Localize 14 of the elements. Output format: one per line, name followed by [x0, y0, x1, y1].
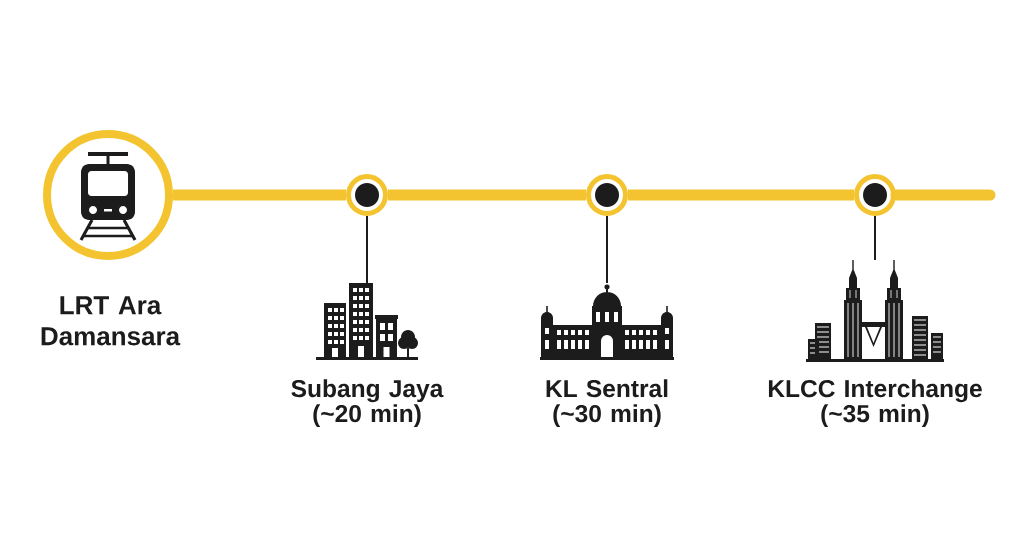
track-line [628, 189, 854, 201]
track-line [388, 189, 586, 201]
station-dot [854, 174, 896, 216]
station-dot [346, 174, 388, 216]
station-dot [586, 174, 628, 216]
track-line [890, 189, 996, 201]
station-name: LRT Ara Damansara [41, 296, 181, 346]
leader-line [874, 215, 876, 261]
leader-line [606, 215, 608, 284]
station-name: KL Sentral (~30 min) [546, 379, 668, 428]
station-name: Subang Jaya (~20 min) [291, 379, 444, 428]
station-name: KLCC Interchange (~35 min) [768, 379, 982, 428]
track-line [173, 189, 346, 201]
leader-line [366, 215, 368, 284]
